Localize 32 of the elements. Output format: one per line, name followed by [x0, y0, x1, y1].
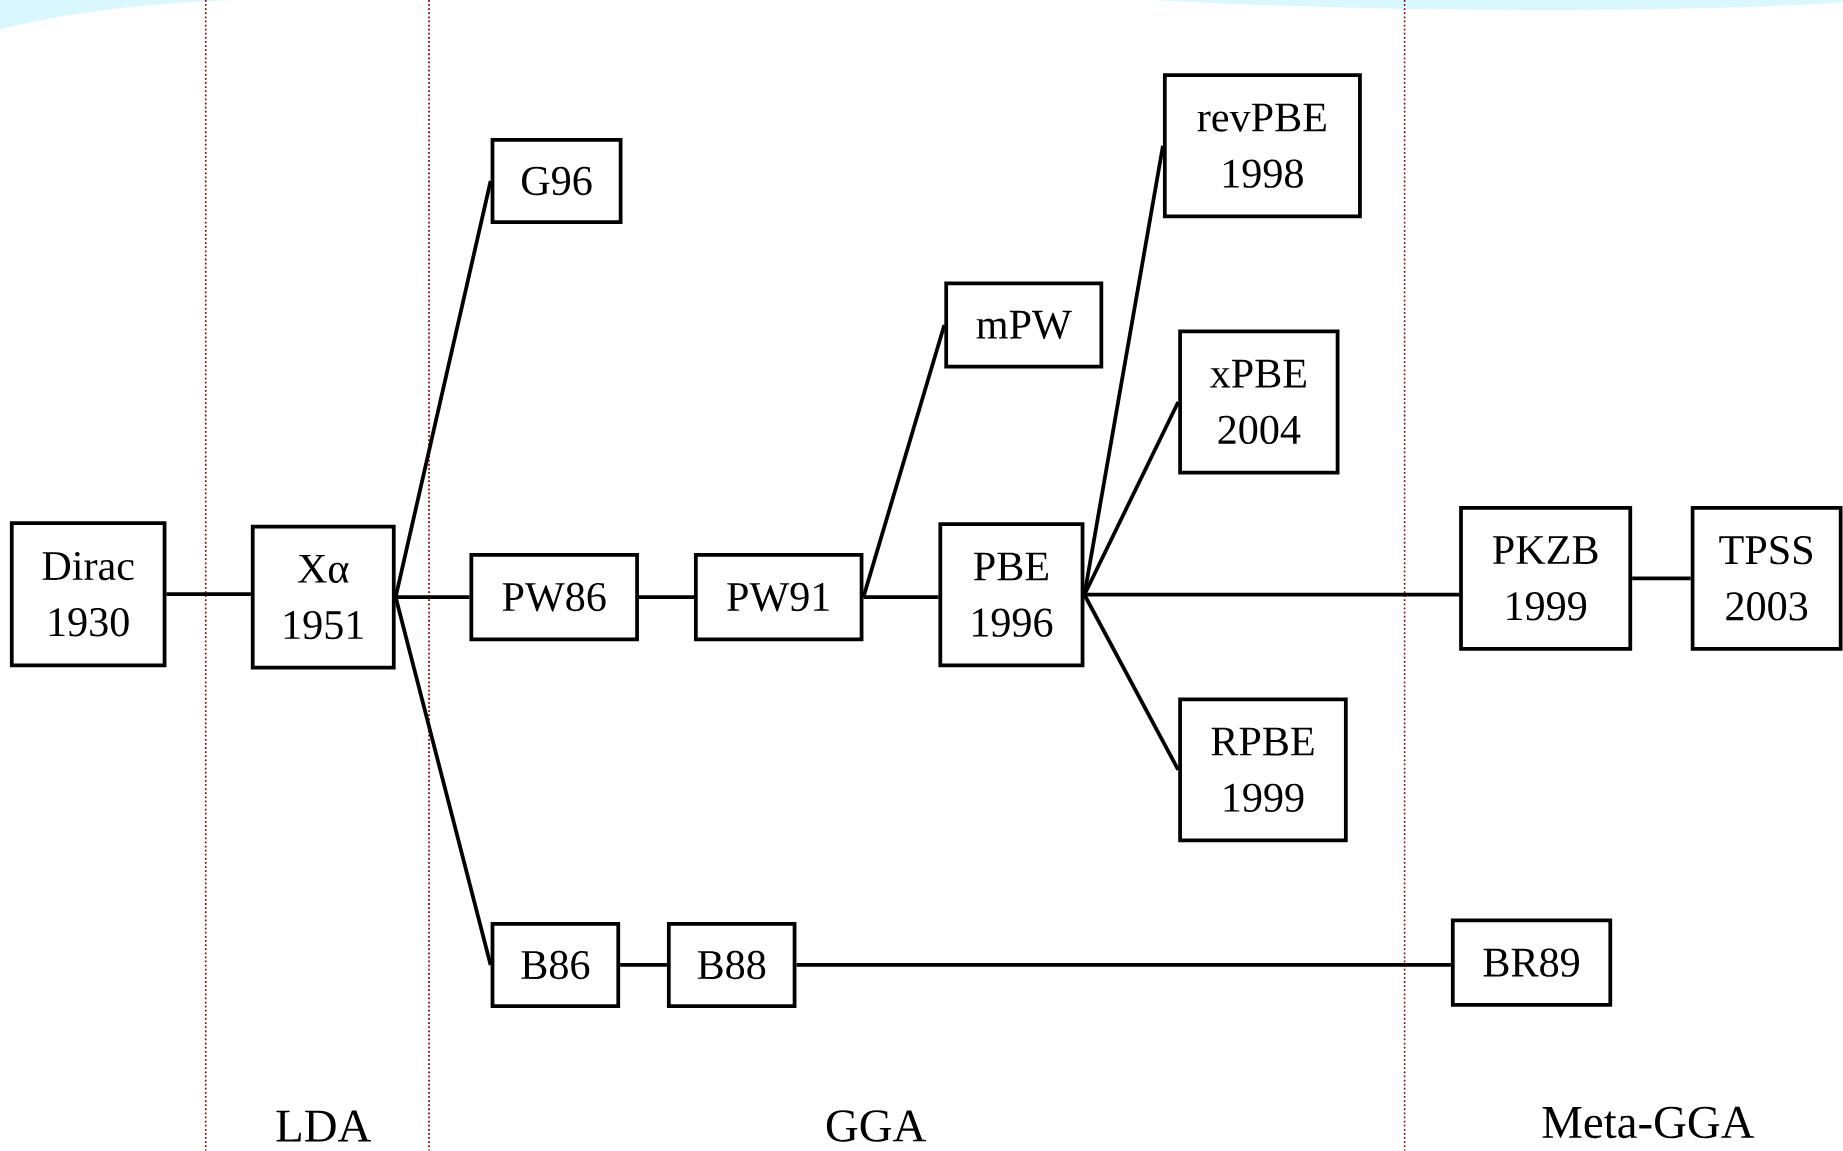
connector-line [1082, 145, 1165, 596]
connector-line [1082, 401, 1180, 596]
method-box: revPBE 1998 [1162, 73, 1362, 219]
method-box: mPW [944, 281, 1104, 369]
connector-line [796, 963, 1451, 968]
method-box: PW91 [693, 553, 864, 642]
method-box: xPBE 2004 [1178, 329, 1340, 475]
connector-line [1084, 593, 1460, 597]
connector-line [620, 963, 667, 968]
era-label: Meta-GGA [1542, 1106, 1755, 1139]
connector-line [638, 595, 694, 600]
connector-line [395, 595, 470, 600]
method-box: BR89 [1450, 918, 1613, 1007]
connector-line [393, 180, 493, 598]
era-label: LDA [276, 1110, 372, 1142]
connector-line [393, 596, 493, 966]
connector-line [166, 592, 251, 597]
method-box: PBE 1996 [938, 522, 1085, 668]
method-box: B88 [666, 922, 797, 1009]
method-box: PKZB 1999 [1459, 506, 1633, 651]
connector-line [863, 595, 939, 600]
method-box: B86 [490, 922, 621, 1009]
method-box: G96 [490, 138, 623, 225]
method-box: TPSS 2003 [1690, 506, 1843, 651]
connector-line [1632, 576, 1691, 581]
connector-line [861, 324, 947, 598]
connector-line [1082, 594, 1180, 771]
method-box: Xα 1951 [250, 524, 396, 670]
method-box: Dirac 1930 [9, 521, 167, 668]
era-label: GGA [826, 1110, 927, 1142]
method-box: PW86 [469, 553, 639, 642]
method-box: RPBE 1999 [1178, 697, 1348, 843]
